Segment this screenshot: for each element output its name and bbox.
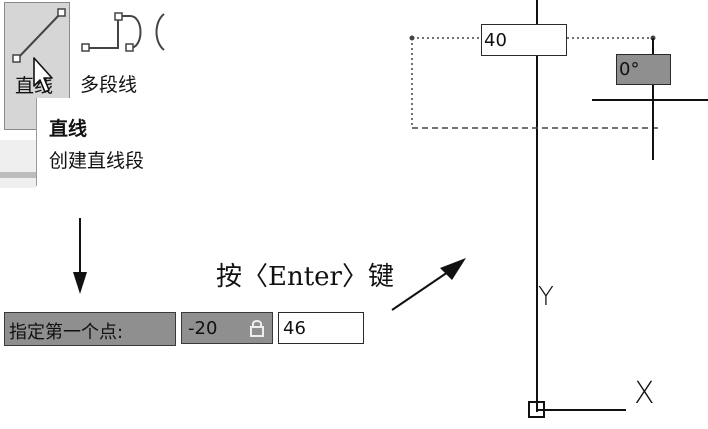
- y-coordinate-value: 46: [283, 318, 306, 339]
- x-coordinate-input[interactable]: -20: [181, 312, 273, 344]
- polyline-tool-button[interactable]: 多段线: [78, 2, 150, 130]
- lock-icon: [250, 320, 264, 337]
- line-icon: [12, 8, 66, 63]
- line-tool-tooltip: 直线 创建直线段: [36, 98, 165, 186]
- y-axis-label: Y: [538, 282, 554, 312]
- tooltip-title: 直线: [49, 118, 88, 140]
- x-axis-label: X: [634, 376, 655, 411]
- tooltip-description: 创建直线段: [49, 150, 145, 172]
- command-prompt-box: 指定第一个点:: [4, 312, 176, 346]
- polyline-icon: [81, 12, 142, 52]
- distance-input[interactable]: 40: [481, 24, 567, 56]
- enter-key-hint: 按〈Enter〉键: [216, 262, 394, 292]
- x-coordinate-value: -20: [188, 318, 218, 339]
- distance-value: 40: [484, 30, 507, 51]
- diagonal-arrow-head: [440, 258, 466, 280]
- arc-tool-button[interactable]: [152, 10, 166, 55]
- diagonal-arrow-shaft: [391, 271, 449, 311]
- y-coordinate-input[interactable]: 46: [278, 312, 364, 344]
- down-arrow-head: [73, 272, 87, 294]
- command-prompt-text: 指定第一个点:: [9, 322, 124, 343]
- ribbon-bottom-strip: [0, 140, 36, 188]
- angle-input[interactable]: 0°: [616, 54, 671, 85]
- polyline-tool-label: 多段线: [80, 74, 138, 96]
- angle-value: 0°: [619, 59, 640, 80]
- arc-icon: [155, 13, 165, 51]
- dimension-left-tick: [409, 35, 415, 41]
- ucs-origin-marker: [528, 401, 545, 418]
- mouse-pointer-icon: [33, 57, 53, 93]
- ribbon-divider: [0, 172, 36, 178]
